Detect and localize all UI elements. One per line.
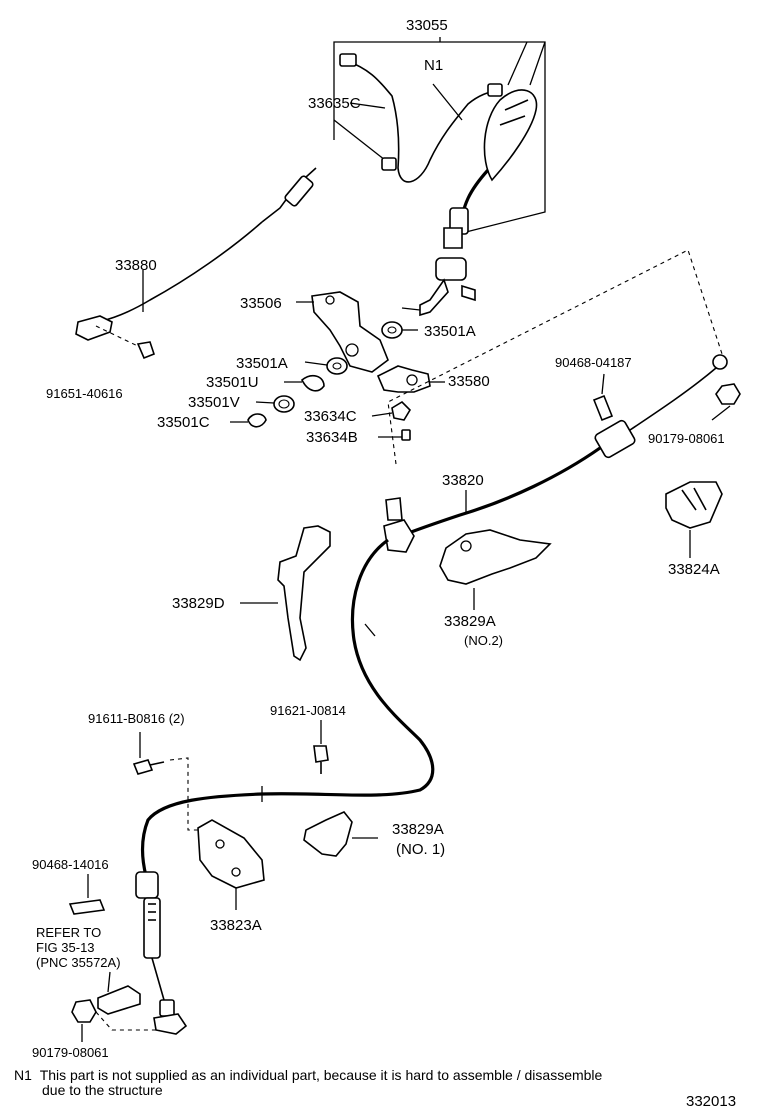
- bushing-33501u: [284, 374, 325, 392]
- label-33829d: 33829D: [172, 595, 225, 612]
- label-33634c: 33634C: [304, 408, 357, 425]
- clip-90468-14016: [68, 874, 106, 915]
- clip-90468-04187: [592, 373, 614, 422]
- bracket-33829d: [240, 525, 331, 662]
- bracket-33506: [296, 291, 389, 373]
- label-33880: 33880: [115, 257, 157, 274]
- shift-lever-assembly: [339, 53, 538, 317]
- label-33506: 33506: [240, 295, 282, 312]
- clip-33501c: [230, 413, 267, 428]
- assembly-33055-bracket: [333, 37, 546, 233]
- label-refer-line2: FIG 35-13: [36, 940, 95, 955]
- label-refer-line1: REFER TO: [36, 925, 102, 940]
- footnote-line1: This part is not supplied as an individu…: [39, 1067, 603, 1083]
- label-refer-line3: (PNC 35572A): [36, 955, 121, 970]
- nut-90179-top: [711, 383, 741, 421]
- label-33501c: 33501C: [157, 414, 210, 431]
- label-n1-marker: N1: [424, 57, 444, 74]
- label-90179-08061-top: 90179-08061: [648, 431, 725, 446]
- figure-id: 332013: [686, 1093, 737, 1110]
- bracket-33823a: [197, 819, 265, 910]
- footnote-line2: due to the structure: [42, 1081, 163, 1098]
- bushing-33501a-lower: [304, 357, 348, 375]
- bushing-33501a-upper: [381, 321, 418, 339]
- washer-33501v: [255, 395, 295, 413]
- label-33635c: 33635C: [308, 95, 361, 112]
- bolt-91611: [132, 732, 206, 831]
- label-33501u: 33501U: [206, 374, 259, 391]
- pin-33634c: [371, 400, 412, 421]
- cable-33880: [75, 167, 317, 360]
- label-33055: 33055: [406, 17, 448, 34]
- label-90468-04187: 90468-04187: [555, 355, 632, 370]
- link-35572a: [97, 971, 141, 1015]
- clamp-33829a-no2: [439, 529, 552, 610]
- label-90468-14016: 90468-14016: [32, 857, 109, 872]
- lever-33580: [376, 365, 445, 393]
- footnote: N1 This part is not supplied as an indiv…: [14, 1068, 602, 1097]
- label-33829a-no2-sub: (NO.2): [464, 633, 503, 648]
- label-33634b: 33634B: [306, 429, 358, 446]
- label-33829a-no2: 33829A: [444, 613, 496, 630]
- label-90179-08061-bottom: 90179-08061: [32, 1045, 109, 1060]
- footnote-marker: N1: [14, 1067, 32, 1083]
- nut-90179-bottom: [71, 999, 160, 1042]
- bolt-33634b: [378, 429, 411, 441]
- label-33824a: 33824A: [668, 561, 720, 578]
- label-33580: 33580: [448, 373, 490, 390]
- label-91651-40616: 91651-40616: [46, 386, 123, 401]
- label-33829a-no1: 33829A: [392, 821, 444, 838]
- label-91621-j0814: 91621-J0814: [270, 703, 346, 718]
- bracket-33824a: [665, 481, 723, 558]
- label-33501a-lower: 33501A: [236, 355, 288, 372]
- label-91611-b0816: 91611-B0816 (2): [88, 711, 185, 726]
- label-33501a-upper: 33501A: [424, 323, 476, 340]
- label-33501v: 33501V: [188, 394, 240, 411]
- label-33829a-no1-sub: (NO. 1): [396, 841, 446, 858]
- bolt-91621: [313, 720, 329, 774]
- cable-33820: [135, 354, 728, 1035]
- label-33823a: 33823A: [210, 917, 262, 934]
- label-33820: 33820: [442, 472, 484, 489]
- clamp-33829a-no1: [303, 811, 378, 857]
